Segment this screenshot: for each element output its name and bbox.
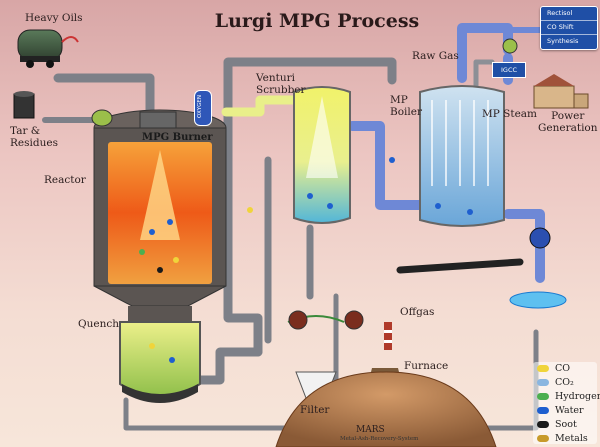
label-heavy-oils: Heavy Oils [25,12,83,24]
label-quench: Quench [78,318,119,330]
legend-item-co: CO [533,362,597,376]
label-mp-steam: MP Steam [482,108,537,120]
mp-boiler [419,38,518,227]
signpost-item-rectisol: Rectisol [541,7,597,21]
igcc-badge: IGCC [492,62,526,78]
signpost-item-co-shift: CO Shift [541,21,597,35]
tar-residue-drum [13,91,35,119]
signpost-item-synthesis: Synthesis [547,37,579,45]
legend-label-water: Water [555,405,584,416]
gas-pipes [221,23,545,283]
legend-label-co2: CO₂ [555,377,574,388]
legend-swatch-co [537,365,549,372]
legend-item-hydrogen: Hydrogen [533,390,600,404]
label-offgas: Offgas [400,306,435,318]
legend-swatch-water [537,407,549,414]
page-title: Lurgi MPG Process [214,10,420,32]
power-plant [533,74,589,109]
label-power-generation: Power Generation [538,110,598,134]
label-mpg-burner: MPG Burner [142,132,213,143]
label-furnace: Furnace [404,360,449,372]
oxygen-bottle: OXYGEN [194,90,212,126]
label-mp-boiler: MP Boiler [390,94,422,118]
legend-item-metals: Metals [533,432,597,446]
legend-item-water: Water [533,404,597,418]
legend-swatch-soot [537,421,549,428]
conveyor-belt [396,258,524,274]
label-raw-gas: Raw Gas [412,50,459,62]
label-venturi-scrubber: Venturi Scrubber [256,72,306,96]
mars-mound [275,371,497,447]
venturi-scrubber [293,86,351,224]
label-filter: Filter [300,404,330,416]
reactor-vessel [91,109,227,307]
legend-item-co2: CO₂ [533,376,597,390]
label-mars: MARS [356,425,385,435]
legend: CO CO₂ Hydrogen Water Soot Metals [533,362,600,446]
oxygen-label: OXYGEN [197,95,203,118]
legend-swatch-hydrogen [537,393,549,400]
signpost: Rectisol CO Shift Synthesis [540,6,598,50]
legend-label-soot: Soot [555,419,577,430]
legend-label-co: CO [555,363,571,374]
pump-and-pool [509,227,567,309]
legend-swatch-co2 [537,379,549,386]
particles [139,157,473,363]
heavy-oil-tank [17,29,79,68]
legend-item-soot: Soot [533,418,597,432]
label-reactor: Reactor [44,174,86,186]
legend-label-hydrogen: Hydrogen [555,391,600,402]
legend-swatch-metals [537,435,549,442]
quench-vessel [119,306,201,403]
label-mars-full: Metal-Ash-Recovery-System [340,436,419,442]
label-tar-residues: Tar & Residues [10,125,58,149]
legend-label-metals: Metals [555,433,588,444]
